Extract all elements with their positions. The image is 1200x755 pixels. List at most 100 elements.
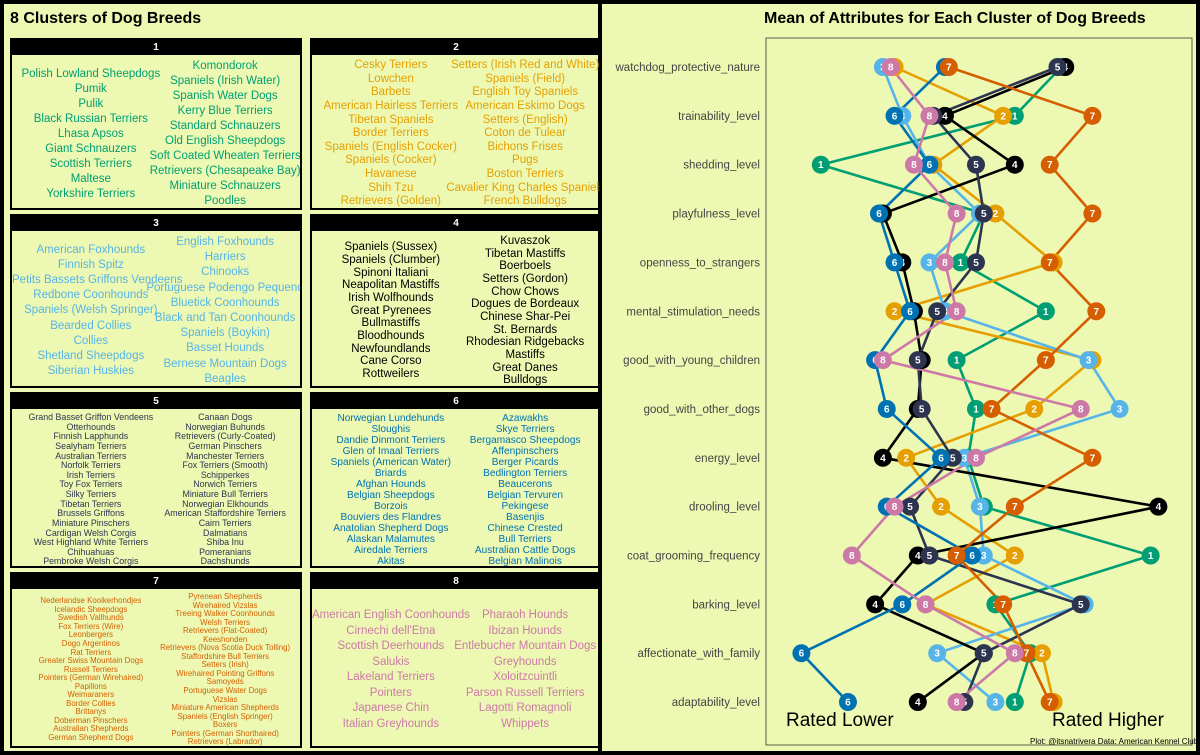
series-point-7 [1040, 155, 1059, 174]
breed-name: Coton de Tulear [484, 127, 567, 140]
breed-name: Silky Terriers [65, 489, 117, 499]
breed-name: Lowchen [367, 72, 414, 85]
series-point-1 [1141, 546, 1160, 565]
breed-name: Affenpinschers [491, 446, 559, 457]
breed-name: Grand Basset Griffon Vendeens [28, 412, 154, 422]
breed-name: German Pinschers [188, 440, 262, 451]
point-label: 3 [1117, 404, 1123, 415]
breed-name: Newfoundlands [351, 342, 431, 355]
series-point-4 [873, 448, 892, 467]
breed-name: Chinese Shar-Pei [480, 310, 571, 323]
breed-name: Spanish Water Dogs [172, 90, 278, 102]
point-label: 8 [927, 111, 933, 122]
point-label: 7 [1093, 307, 1099, 318]
point-label: 5 [950, 453, 956, 464]
breed-name: Pekingese [501, 501, 549, 512]
breed-name: Standard Schnauzers [169, 120, 281, 132]
breed-name: Spaniels (English Cocker) [324, 140, 457, 153]
breed-name: Retrievers (Labrador) [187, 737, 263, 747]
breed-name: Pharaoh Hounds [481, 609, 569, 621]
series-point-7 [982, 399, 1001, 418]
series-line-3 [881, 66, 1121, 704]
breed-name: Chihuahuas [67, 546, 115, 557]
point-label: 1 [1012, 111, 1018, 122]
breed-name: Japanese Chin [352, 702, 430, 714]
cluster-header: 8 [312, 574, 600, 589]
series-point-8 [885, 497, 904, 516]
breed-name: Miniature Schnauzers [169, 180, 281, 192]
breed-name: Norwich Terriers [193, 479, 258, 490]
breed-name: American Staffordshire Terriers [164, 508, 286, 519]
point-label: 7 [1047, 698, 1053, 709]
series-point-7 [1036, 351, 1055, 370]
y-tick-label: watchdog_protective_nature [615, 62, 761, 74]
breed-name: Chinooks [201, 266, 250, 279]
breed-name: Tibetan Terriers [60, 498, 122, 509]
breed-name: Setters (Irish Red and White) [451, 59, 600, 71]
point-label: 7 [1090, 111, 1096, 122]
breed-name: Finnish Lapphunds [53, 431, 129, 442]
breed-name: Havanese [364, 168, 417, 180]
breed-name: Sloughis [371, 424, 411, 435]
series-point-2 [932, 497, 951, 516]
breed-name: Bullmastiffs [361, 317, 421, 330]
breed-name: Briards [374, 468, 407, 479]
point-label: 2 [1031, 404, 1037, 415]
breed-name: Dandie Dinmont Terriers [336, 435, 446, 446]
breed-name: Wirehaired Pointing Griffons [176, 668, 275, 678]
point-label: 3 [977, 502, 983, 513]
breed-name: Spaniels (Clumber) [341, 253, 441, 266]
breed-name: Spaniels (Field) [485, 72, 566, 85]
breed-name: Weimaraners [67, 690, 115, 700]
breed-name: Harriers [204, 251, 246, 264]
series-point-4 [1149, 497, 1168, 516]
breed-name: Rottweilers [362, 367, 420, 380]
series-point-6 [870, 204, 888, 223]
breed-name: Bedlington Terriers [483, 468, 568, 479]
y-tick-label: good_with_other_dogs [644, 404, 761, 416]
breed-name: Bull Terriers [498, 534, 552, 545]
point-label: 6 [892, 258, 898, 269]
breed-name: Otterhounds [66, 421, 116, 432]
point-label: 1 [1043, 307, 1049, 318]
cluster-header: 4 [312, 216, 600, 231]
breed-name: Australian Terriers [55, 450, 127, 461]
breed-name: Afghan Hounds [355, 479, 426, 490]
series-point-7 [939, 58, 958, 76]
series-point-1 [1036, 302, 1055, 321]
breed-name: Parson Russell Terriers [465, 686, 585, 699]
breed-name: Canaan Dogs [198, 412, 253, 422]
breed-name: Pyrenean Shepherds [188, 592, 263, 601]
breed-name: Barbets [371, 86, 411, 99]
point-label: 6 [899, 600, 905, 611]
breed-name: Glen of Imaal Terriers [342, 446, 440, 457]
cluster-header: 5 [12, 394, 300, 409]
breed-name: Rat Terriers [70, 647, 112, 657]
breed-name: Beagles [204, 372, 246, 385]
breed-name: Vizslas [212, 694, 238, 704]
point-label: 1 [1148, 551, 1154, 562]
breed-name: Cirnechi dell'Etna [346, 624, 436, 637]
breed-name: Norwegian Lundehunds [337, 413, 445, 424]
point-label: 8 [888, 63, 894, 74]
breed-name: Italian Greyhounds [342, 717, 440, 730]
point-label: 5 [1055, 63, 1061, 74]
series-point-4 [866, 595, 885, 614]
series-point-5 [974, 204, 993, 223]
breed-name: Cavalier King Charles Spaniels [446, 181, 602, 194]
breed-name: Great Danes [492, 361, 558, 374]
breed-name: Spaniels (Cocker) [345, 154, 437, 167]
breed-name: Shetland Sheepdogs [37, 349, 145, 362]
breed-name: Beaucerons [498, 479, 553, 490]
breed-name: Akitas [377, 556, 405, 567]
series-point-6 [932, 448, 951, 467]
breed-name: Pumik [74, 82, 107, 95]
series-point-6 [838, 693, 857, 712]
